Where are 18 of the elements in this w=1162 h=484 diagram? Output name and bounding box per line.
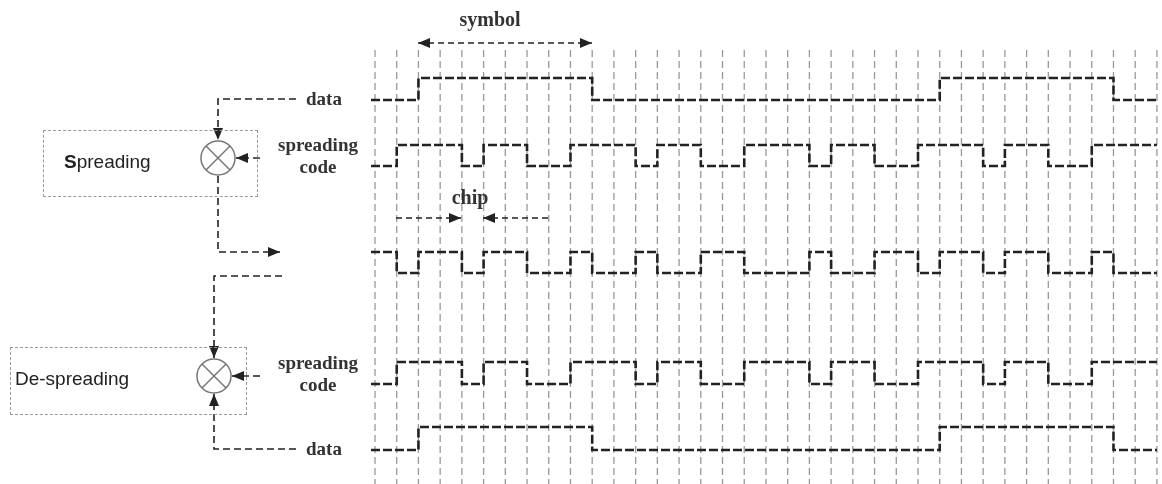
multiplier-icon [200,140,236,176]
signal-label: data [298,88,350,110]
multiplier-icon [196,358,232,394]
arrow [235,153,261,163]
signal-label: data [298,438,350,460]
signal-label: spreading code [262,134,374,180]
signal-label: spreading code [262,352,374,398]
process-label: Spreading [64,150,151,173]
dimension-label: symbol [458,8,522,30]
process-box [10,347,247,415]
dimension-label: chip [450,186,490,208]
process-box [43,130,258,197]
arrow [209,275,283,359]
arrow [231,371,261,381]
arrow [209,393,297,450]
process-label: De-spreading [15,368,130,390]
arrow [213,98,297,141]
arrow [217,175,281,257]
